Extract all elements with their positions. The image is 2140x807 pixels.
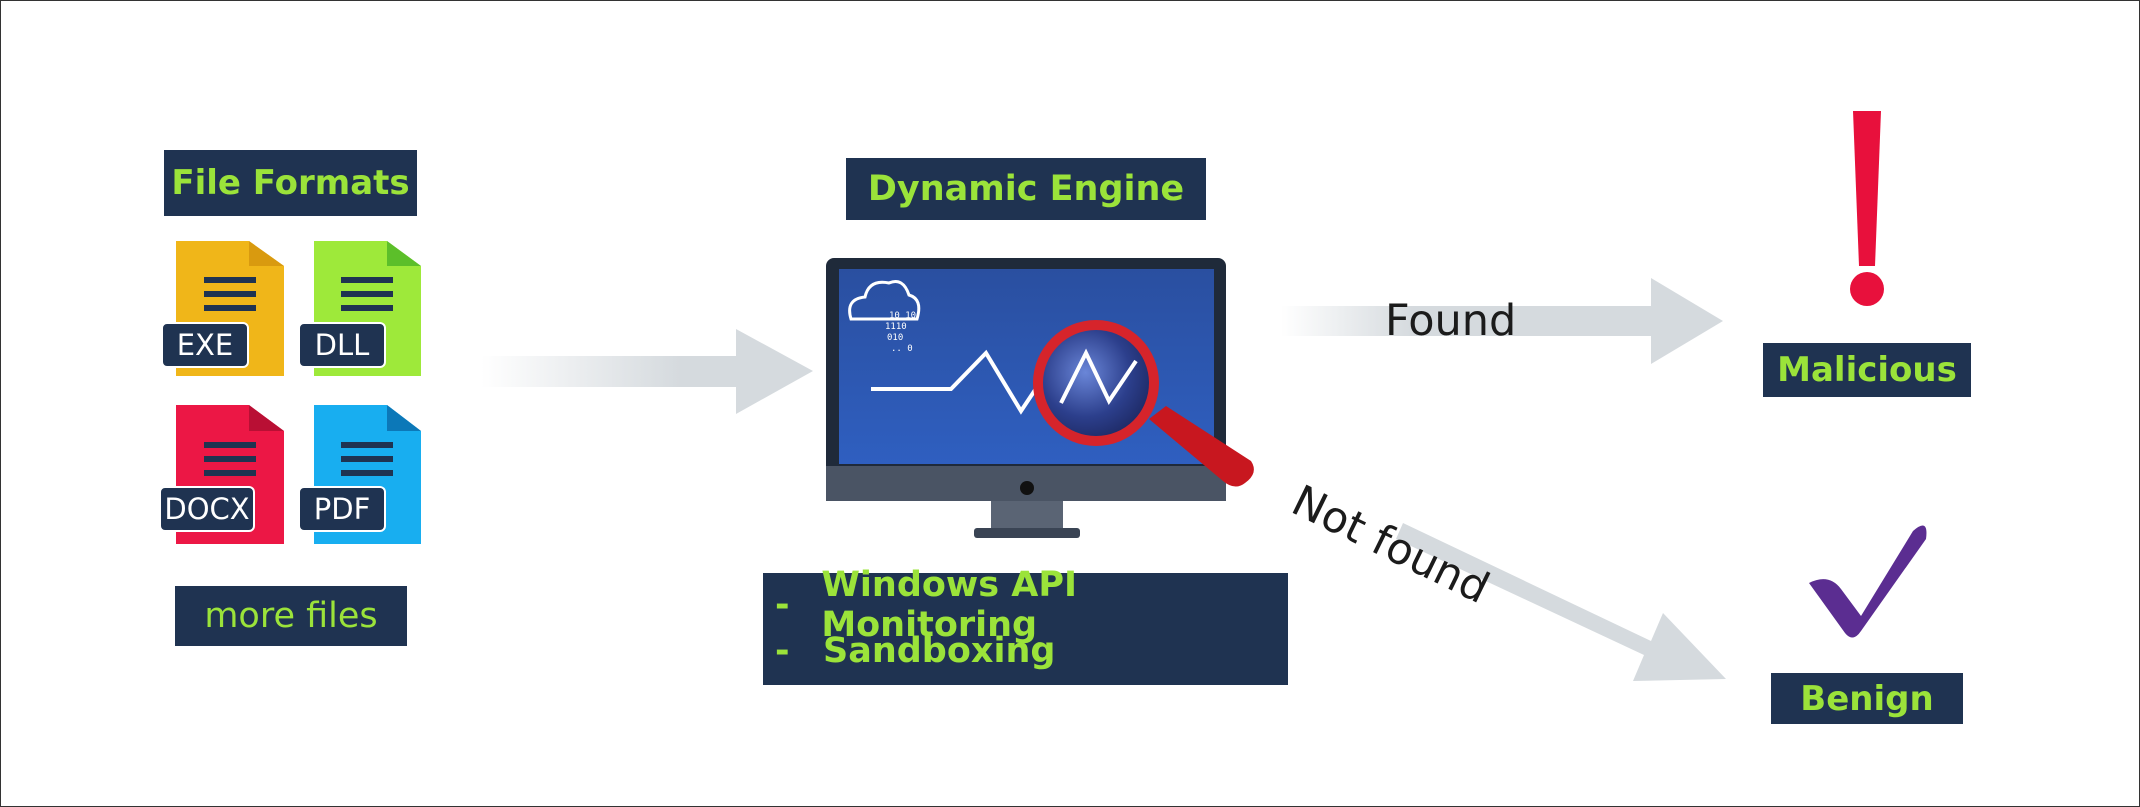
file-tag-dll: DLL (298, 322, 386, 368)
svg-text:1110: 1110 (885, 322, 907, 332)
file-tag-pdf: PDF (298, 486, 386, 532)
file-tag-exe: EXE (161, 322, 249, 368)
input-arrow (481, 329, 813, 414)
checkmark-icon (1809, 525, 1927, 638)
found-arrow (1281, 278, 1723, 364)
monitor-icon: 10 10 1110 010 .. 0 (826, 258, 1226, 538)
not-found-arrow (1396, 523, 1726, 681)
feature-bullet: - (775, 631, 790, 671)
dynamic-engine-label: Dynamic Engine (846, 158, 1206, 220)
magnifier-icon (1033, 320, 1254, 487)
file-formats-label: File Formats (164, 150, 417, 216)
svg-text:010: 010 (887, 333, 903, 343)
feature-bullet: - (775, 585, 790, 625)
engine-features-box: - Windows API Monitoring - Sandboxing (763, 565, 1288, 685)
feature-windows-api: Windows API Monitoring (821, 565, 1078, 645)
malicious-label: Malicious (1763, 343, 1971, 397)
benign-label: Benign (1771, 673, 1963, 724)
exclamation-icon (1850, 111, 1884, 306)
feature-item: - Windows API Monitoring (775, 565, 1288, 645)
svg-text:.. 0: .. 0 (891, 344, 913, 354)
feature-sandboxing: Sandboxing (823, 631, 1056, 671)
found-label: Found (1385, 296, 1517, 346)
svg-text:10 10: 10 10 (889, 311, 916, 321)
feature-item: - Sandboxing (775, 628, 1288, 674)
more-files-label: more files (175, 586, 407, 646)
file-tag-docx: DOCX (159, 486, 255, 532)
